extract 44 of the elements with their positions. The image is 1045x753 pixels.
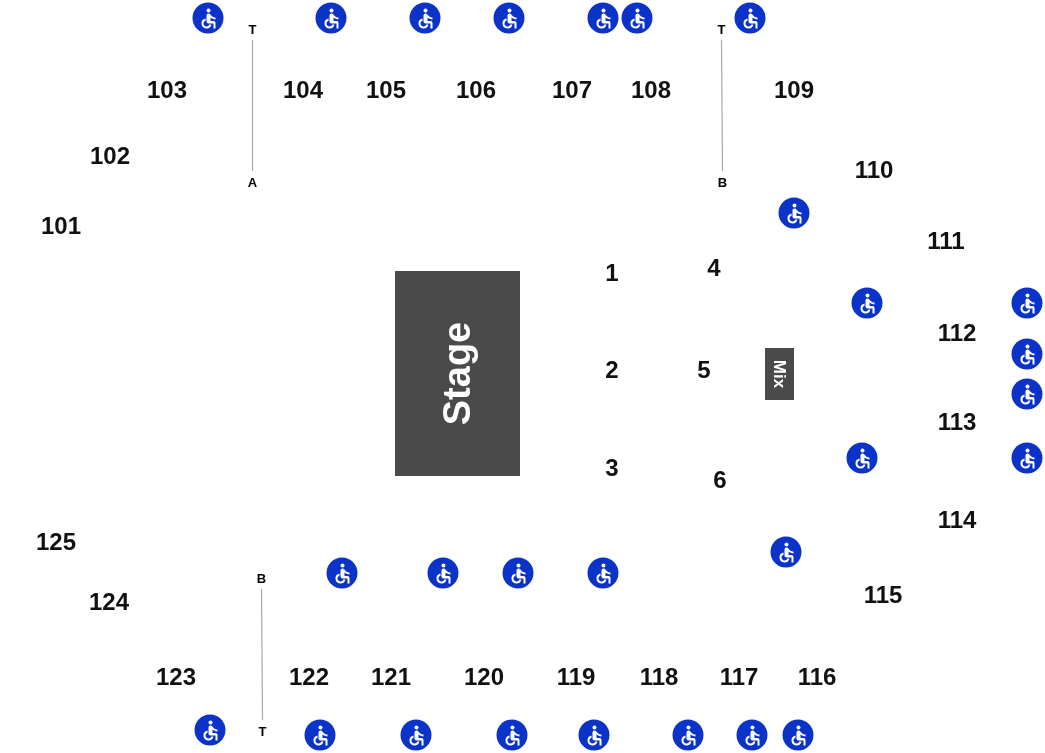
section-number: 109 bbox=[774, 78, 814, 102]
section-number: 120 bbox=[464, 665, 504, 689]
block-label: A bbox=[247, 174, 258, 190]
section-number: 2 bbox=[605, 358, 619, 382]
block-label: T bbox=[717, 21, 726, 37]
block-label: B bbox=[256, 570, 267, 586]
section-number: 122 bbox=[289, 665, 329, 689]
section-number: 114 bbox=[937, 508, 977, 532]
section-number: 116 bbox=[797, 665, 837, 689]
section-number: 119 bbox=[556, 665, 596, 689]
block-label: T bbox=[248, 21, 257, 37]
section-number: 104 bbox=[283, 78, 323, 102]
section-number: 107 bbox=[552, 78, 592, 102]
section-number: 112 bbox=[937, 321, 977, 345]
section-number: 102 bbox=[90, 144, 130, 168]
section-number: 117 bbox=[719, 665, 759, 689]
block-label: Mix bbox=[769, 359, 790, 389]
section-number: 111 bbox=[927, 229, 965, 253]
section-number: 115 bbox=[863, 583, 903, 607]
section-number: 101 bbox=[41, 214, 81, 238]
section-number: 4 bbox=[707, 256, 721, 280]
section-number: 113 bbox=[937, 410, 977, 434]
section-number: 5 bbox=[697, 358, 711, 382]
section-number: 118 bbox=[639, 665, 679, 689]
section-number: 105 bbox=[366, 78, 406, 102]
section-number: 103 bbox=[147, 78, 187, 102]
section-number: 3 bbox=[605, 456, 619, 480]
section-number: 106 bbox=[456, 78, 496, 102]
divider-line bbox=[260, 588, 264, 721]
divider-line bbox=[251, 39, 254, 172]
section-number: 110 bbox=[854, 158, 894, 182]
mix-position-block bbox=[765, 348, 794, 400]
block-label: Stage bbox=[436, 321, 479, 426]
section-number: 123 bbox=[156, 665, 196, 689]
section-number: 1 bbox=[605, 261, 619, 285]
section-number: 6 bbox=[713, 468, 727, 492]
section-number: 108 bbox=[631, 78, 671, 102]
section-number: 124 bbox=[89, 590, 129, 614]
block-label: T bbox=[258, 723, 267, 739]
stage-block bbox=[395, 271, 520, 476]
section-number: 121 bbox=[371, 665, 411, 689]
block-label: B bbox=[717, 174, 728, 190]
section-number: 125 bbox=[36, 530, 76, 554]
divider-line bbox=[720, 39, 724, 172]
